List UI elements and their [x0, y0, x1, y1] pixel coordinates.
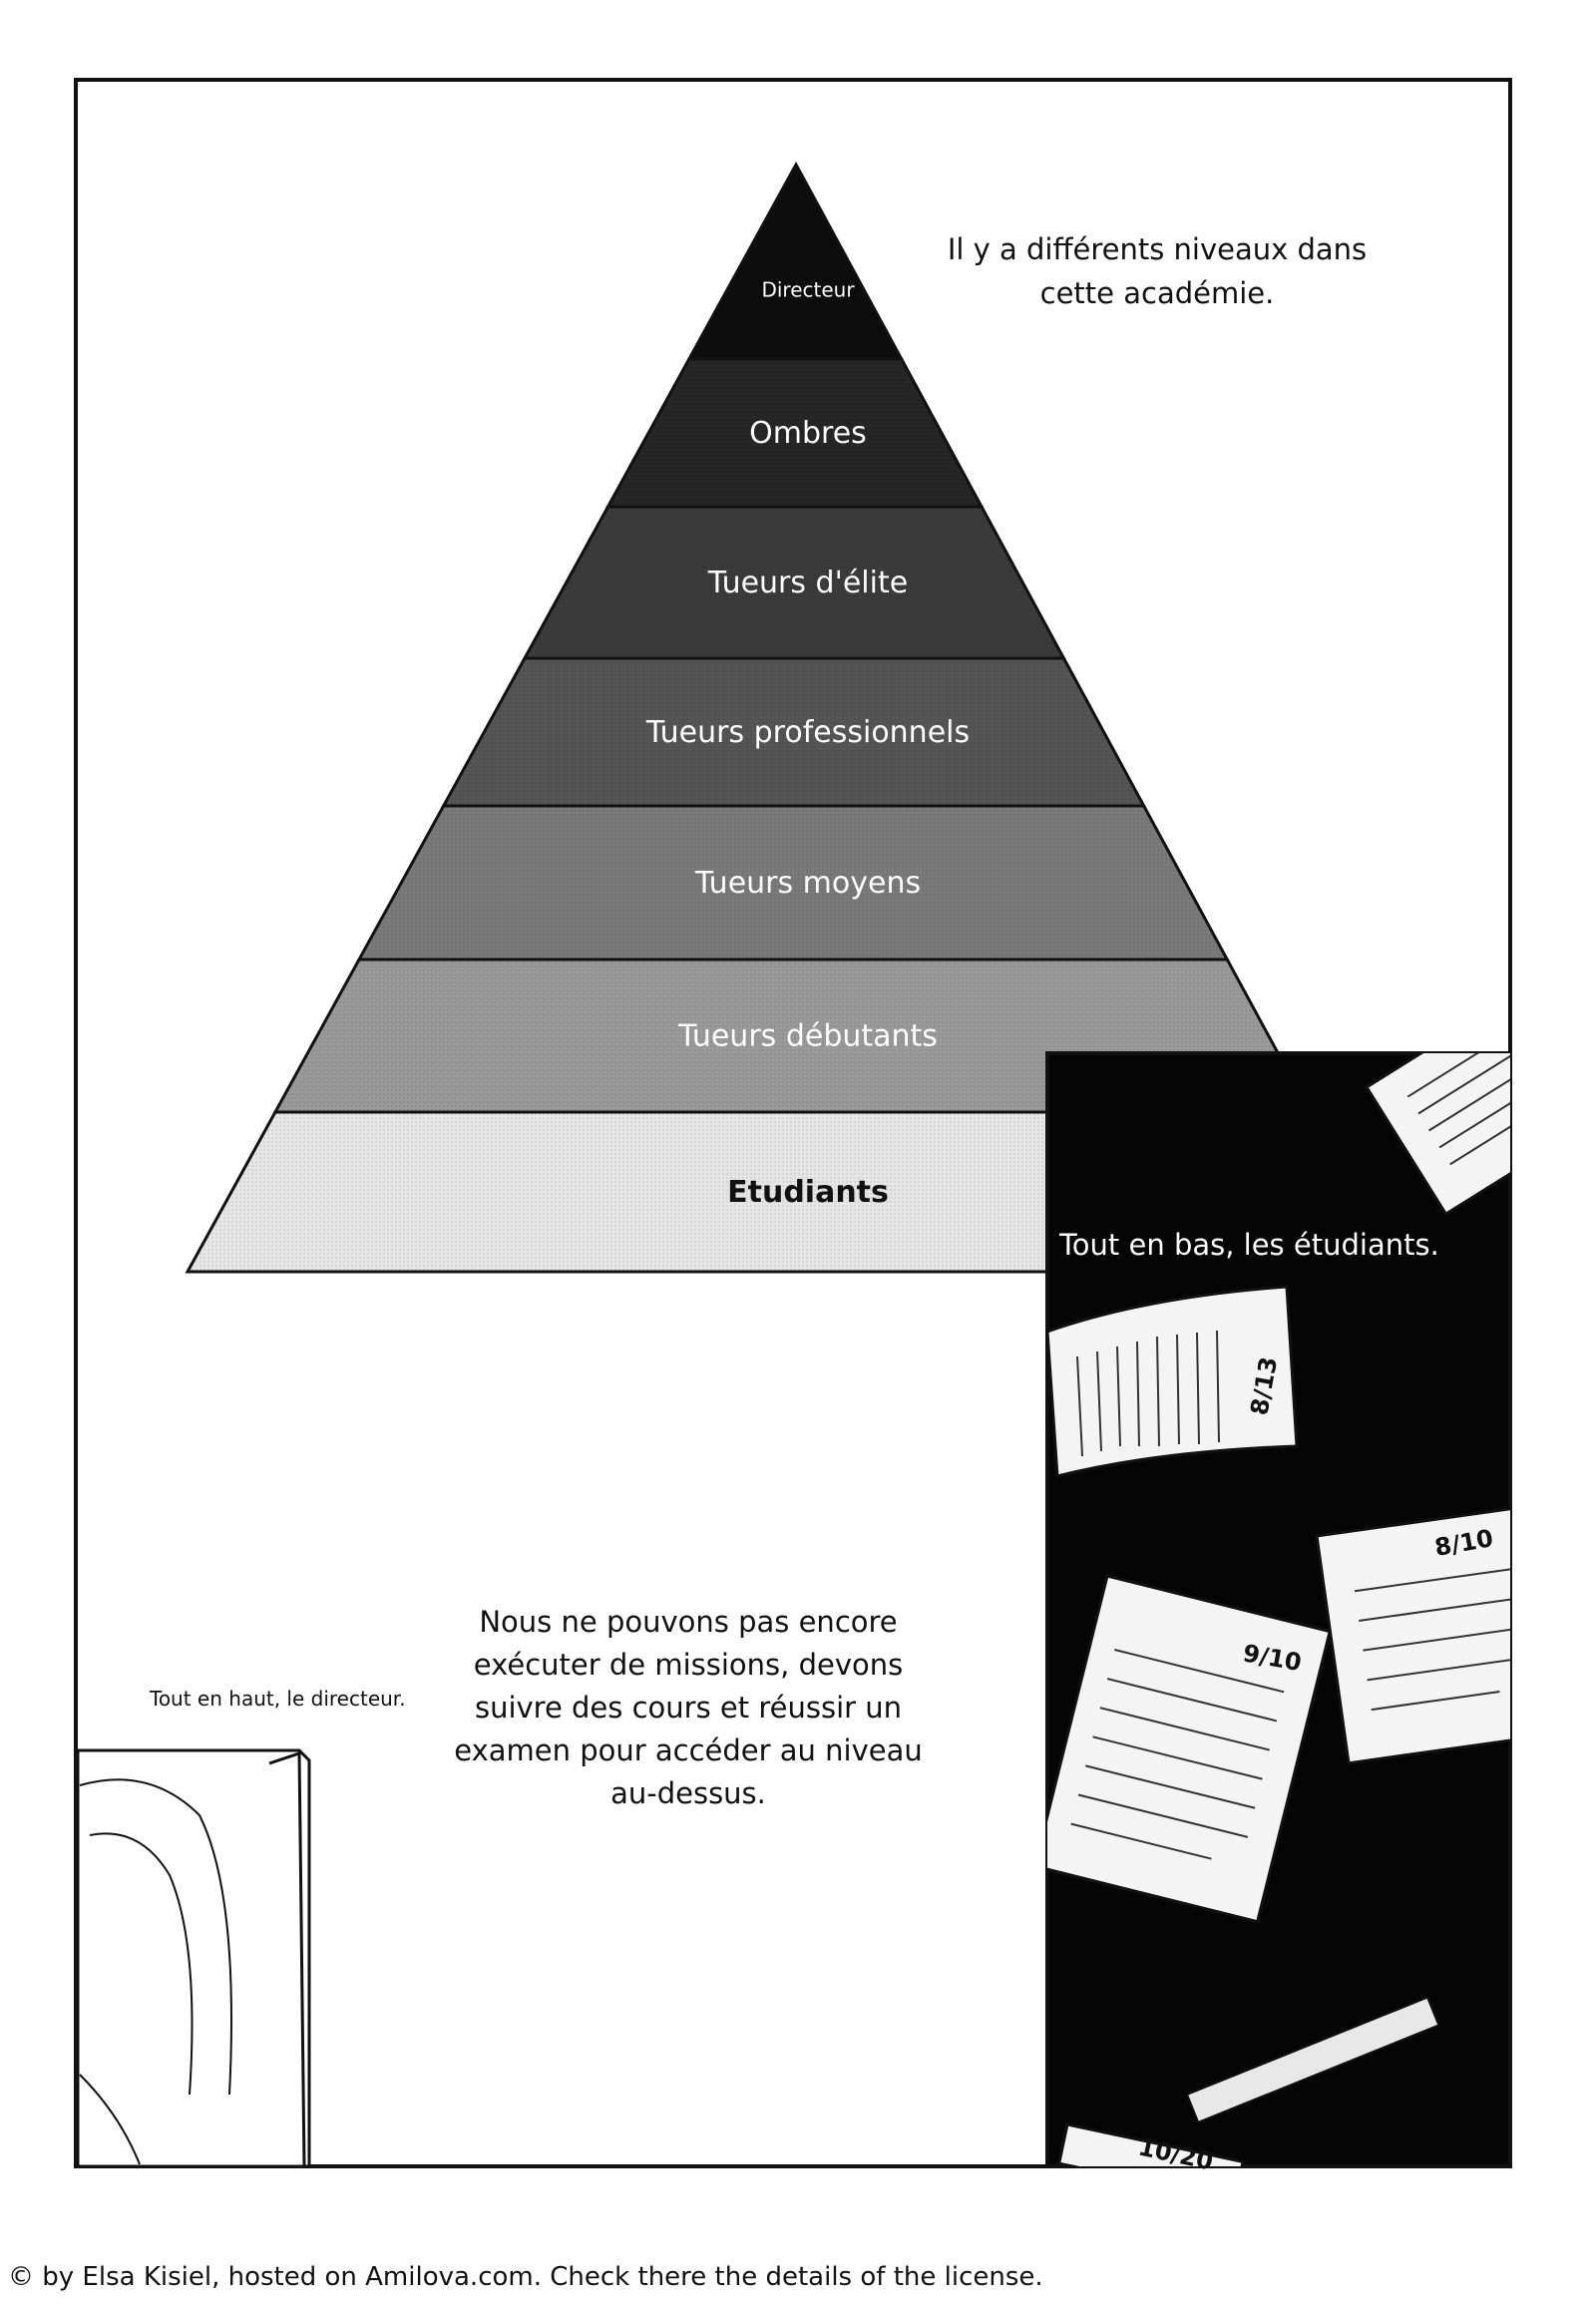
- paper-sheet: [1364, 1053, 1510, 1217]
- pyramid-tier-label: Ombres: [749, 416, 867, 451]
- dark-panel-students: [1045, 1051, 1512, 2168]
- pyramid-tier-screentone: [443, 658, 1144, 806]
- pyramid-tier-label: Directeur: [761, 278, 855, 302]
- pyramid-tier-label: Etudiants: [727, 1175, 889, 1210]
- caption-director-top: Tout en haut, le directeur.: [150, 1687, 406, 1711]
- pyramid-tier-screentone: [524, 507, 1064, 658]
- paper-sheet: [1315, 1505, 1510, 1765]
- caption-missions: Nous ne pouvons pas encore exécuter de m…: [454, 1605, 923, 1810]
- pyramid-tier-label: Tueurs moyens: [694, 866, 921, 901]
- caption-levels: Il y a différents niveaux dans cette aca…: [947, 232, 1368, 310]
- pyramid-tier-screentone: [359, 806, 1228, 960]
- director-portrait-frame: [76, 1748, 311, 2168]
- pyramid-tier-label: Tueurs débutants: [677, 1019, 938, 1054]
- paper-sheet: [1047, 1285, 1299, 1478]
- pyramid-tier-screentone: [607, 359, 983, 507]
- paper-sheet: [1185, 1996, 1440, 2124]
- pyramid-tier-label: Tueurs professionnels: [645, 715, 970, 750]
- caption-students-bottom: Tout en bas, les étudiants.: [1059, 1228, 1439, 1262]
- copyright-credits: © by Elsa Kisiel, hosted on Amilova.com.…: [8, 2262, 1043, 2292]
- pyramid-tier-label: Tueurs d'élite: [707, 566, 908, 600]
- pyramid-tier-screentone: [688, 165, 902, 359]
- paper-sheet: [1056, 2122, 1245, 2166]
- paper-sheet: [1047, 1574, 1332, 1924]
